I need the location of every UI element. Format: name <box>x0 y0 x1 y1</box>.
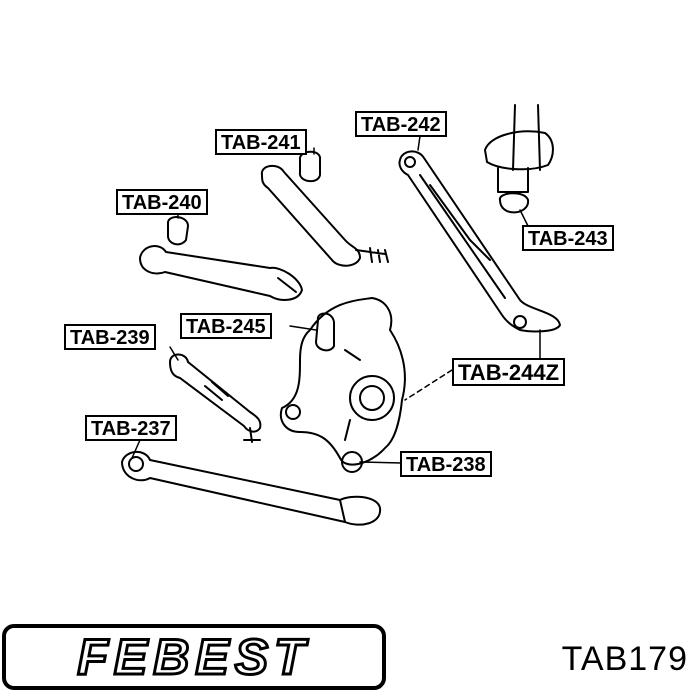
camber-arm <box>169 353 262 443</box>
label-tab-238: TAB-238 <box>400 451 492 477</box>
label-tab-243: TAB-243 <box>522 225 614 251</box>
label-tab-244z: TAB-244Z <box>452 358 566 386</box>
suspension-diagram <box>121 104 561 526</box>
toe-control-arm <box>260 150 389 267</box>
part-number: TAB179 <box>561 640 688 678</box>
shock-absorber <box>484 104 554 214</box>
label-tab-242: TAB-242 <box>355 111 447 137</box>
label-tab-245: TAB-245 <box>180 313 272 339</box>
label-tab-240: TAB-240 <box>116 189 208 215</box>
leader-lines <box>131 135 541 464</box>
knuckle <box>280 297 406 473</box>
trailing-arm-240 <box>139 216 303 301</box>
lateral-arm-upper <box>398 150 561 333</box>
svg-text:FEBEST: FEBEST <box>77 629 310 685</box>
label-tab-241: TAB-241 <box>215 129 307 155</box>
lower-control-arm <box>121 451 382 526</box>
label-tab-237: TAB-237 <box>85 415 177 441</box>
febest-logo: FEBEST <box>2 624 386 690</box>
label-tab-239: TAB-239 <box>64 324 156 350</box>
